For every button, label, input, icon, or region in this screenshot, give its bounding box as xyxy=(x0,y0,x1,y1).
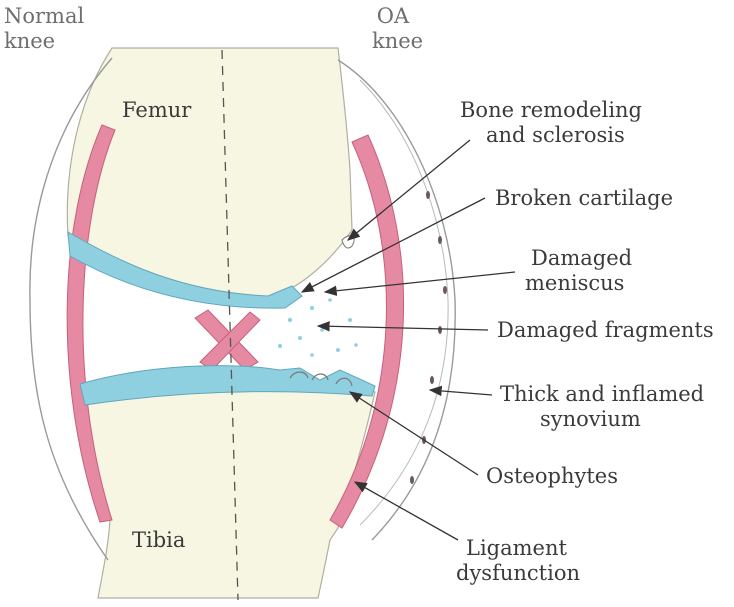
synovium-dots xyxy=(410,191,447,484)
osteophytes-label: Osteophytes xyxy=(486,464,618,489)
arrow-synovium xyxy=(430,390,492,395)
damaged-fragments-dots xyxy=(278,298,358,357)
tibia-bone xyxy=(80,372,375,598)
arrow-damaged-meniscus xyxy=(325,272,515,292)
broken-cartilage-label: Broken cartilage xyxy=(495,186,673,211)
tibia-label: Tibia xyxy=(132,528,185,553)
femur-label: Femur xyxy=(122,98,191,123)
arrow-ligament xyxy=(355,482,458,540)
damaged-fragments-label: Damaged fragments xyxy=(497,318,714,343)
